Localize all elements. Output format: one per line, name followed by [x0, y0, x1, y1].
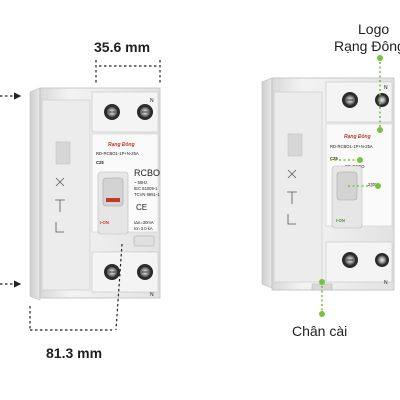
right-top-n-screw-icon — [377, 95, 387, 105]
left-on-label: I-ON — [100, 220, 109, 225]
left-frequency-text: ~ 50Hz — [134, 180, 147, 185]
right-breaker-side — [261, 77, 273, 289]
left-test-button[interactable] — [133, 235, 155, 247]
right-top-terminal-n: N — [384, 85, 388, 91]
left-breaker: N Rạng Đông RD-RCBO1-1P+N-25A C25 RCBO ~… — [29, 87, 161, 301]
left-icn-text: Icn 3.0 kA — [134, 226, 153, 231]
right-bottom-n-screw-icon — [377, 255, 387, 265]
right-bottom-terminal-n: N — [384, 280, 388, 286]
logo-callout: Logo Rạng Đông — [334, 21, 400, 133]
left-tcvn-text: TCVN 6951-1 — [134, 192, 160, 197]
right-rating-text: C25 — [330, 156, 338, 161]
toggle-callout — [330, 157, 381, 189]
right-schematic-icon — [287, 169, 297, 225]
depth-dimension: 81.3 mm — [29, 243, 123, 361]
right-voltage-text: 230V — [368, 182, 378, 187]
left-status-indicator — [106, 198, 120, 202]
width-dimension-label: 35.6 mm — [94, 39, 150, 55]
left-standard-text: IEC 61009-1 — [134, 186, 158, 191]
depth-dimension-label: 81.3 mm — [46, 345, 102, 361]
right-model-text: RD-RCBO1-1P+N-25A — [330, 144, 373, 149]
right-breaker: N Rạng Đông RD-RCBO1-1P+N-25A C25 RD-RCB… — [261, 77, 395, 291]
left-top-terminal-n: N — [150, 98, 154, 104]
left-model-text: RD-RCBO1-1P+N-25A — [96, 151, 139, 156]
left-breaker-side — [29, 87, 41, 301]
clip-callout-label: Chân cài — [292, 323, 347, 339]
left-brand-logo: Rạng Đông — [108, 142, 135, 148]
right-inspection-window — [287, 133, 303, 157]
ce-mark-icon: CE — [136, 203, 147, 212]
right-on-label: I-ON — [336, 218, 345, 223]
logo-callout-line2: Rạng Đông — [334, 38, 400, 54]
clip-callout: Chân cài — [292, 279, 347, 339]
left-type-text: RCBO — [134, 168, 160, 178]
left-breaker-module — [41, 99, 91, 291]
height-dimension — [0, 92, 22, 288]
right-breaker-module — [273, 91, 323, 283]
right-brand-logo: Rạng Đông — [344, 134, 371, 140]
left-inspection-window — [55, 141, 71, 165]
left-rating-text: C25 — [96, 160, 104, 165]
logo-callout-line1: Logo — [358, 21, 389, 37]
left-schematic-icon — [55, 177, 65, 233]
left-bottom-terminal-n: N — [150, 292, 154, 298]
width-dimension: 35.6 mm — [94, 39, 161, 84]
left-current-text: IΔn=30mA — [134, 220, 154, 225]
